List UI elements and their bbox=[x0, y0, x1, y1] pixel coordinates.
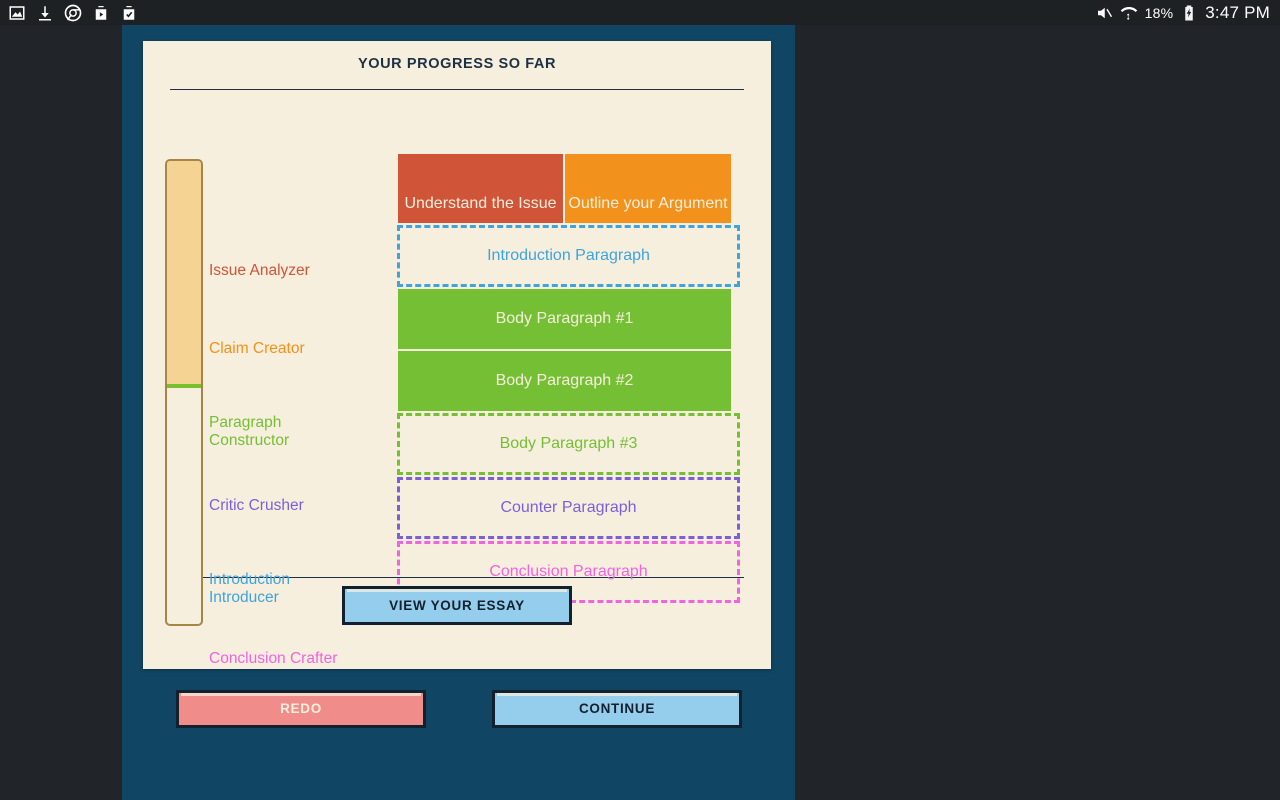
button-highlight bbox=[347, 589, 567, 592]
button-highlight bbox=[181, 693, 421, 696]
view-essay-label: VIEW YOUR ESSAY bbox=[389, 598, 525, 613]
stage-label-line: Constructor bbox=[209, 432, 290, 449]
clock-label: 3:47 PM bbox=[1205, 2, 1270, 22]
paragraph-block-2[interactable]: Body Paragraph #2 bbox=[398, 351, 731, 411]
button-highlight bbox=[497, 693, 737, 696]
page-title: YOUR PROGRESS SO FAR bbox=[357, 56, 557, 72]
outline-block-0[interactable]: Understand the Issue bbox=[398, 154, 563, 223]
redo-label: REDO bbox=[280, 701, 322, 716]
play-store-icon bbox=[95, 5, 107, 20]
view-your-essay-button[interactable]: VIEW YOUR ESSAY bbox=[342, 586, 572, 625]
paragraph-block-1[interactable]: Body Paragraph #1 bbox=[398, 289, 731, 349]
play-store-check-icon bbox=[123, 5, 135, 20]
status-bar-notification-icons bbox=[0, 4, 138, 22]
paragraph-block-0[interactable]: Introduction Paragraph bbox=[397, 225, 740, 287]
stage-label-3: Critic Crusher bbox=[209, 497, 369, 515]
stage-label-line: Conclusion Crafter bbox=[209, 650, 338, 667]
volume-mute-icon bbox=[1097, 7, 1112, 18]
progress-fill bbox=[167, 161, 201, 388]
stage-label-line: Issue Analyzer bbox=[209, 262, 310, 279]
stage-label-line: Introducer bbox=[209, 589, 279, 606]
footer-divider bbox=[170, 577, 744, 578]
chrome-icon bbox=[64, 4, 82, 21]
view-essay-wrap: VIEW YOUR ESSAY bbox=[143, 586, 771, 625]
outline-block-1[interactable]: Outline your Argument bbox=[565, 154, 731, 223]
progress-track bbox=[165, 159, 203, 626]
redo-button[interactable]: REDO bbox=[176, 690, 426, 728]
image-icon bbox=[9, 5, 25, 20]
stage-label-line: Introduction bbox=[209, 571, 290, 588]
continue-label: CONTINUE bbox=[578, 701, 656, 716]
action-bar: REDO CONTINUE bbox=[122, 690, 795, 750]
stage-label-line: Critic Crusher bbox=[209, 497, 304, 514]
stage-label-line: Paragraph bbox=[209, 414, 282, 431]
android-status-bar: 18% 3:47 PM bbox=[0, 0, 1280, 25]
wifi-transfer-icon bbox=[1120, 6, 1137, 20]
paragraph-block-3[interactable]: Body Paragraph #3 bbox=[397, 413, 740, 475]
download-icon bbox=[39, 5, 51, 20]
battery-percent-label: 18% bbox=[1144, 4, 1174, 21]
continue-button[interactable]: CONTINUE bbox=[492, 690, 742, 728]
stage-label-1: Claim Creator bbox=[209, 340, 369, 358]
stage-label-5: Conclusion Crafter bbox=[209, 650, 369, 668]
status-bar-system-icons: 18% 3:47 PM bbox=[1095, 3, 1280, 23]
battery-charging-icon bbox=[1185, 5, 1194, 20]
paragraph-block-4[interactable]: Counter Paragraph bbox=[397, 477, 740, 539]
title-divider bbox=[170, 89, 744, 90]
stage-label-0: Issue Analyzer bbox=[209, 262, 369, 280]
stage-label-line: Claim Creator bbox=[209, 340, 305, 357]
